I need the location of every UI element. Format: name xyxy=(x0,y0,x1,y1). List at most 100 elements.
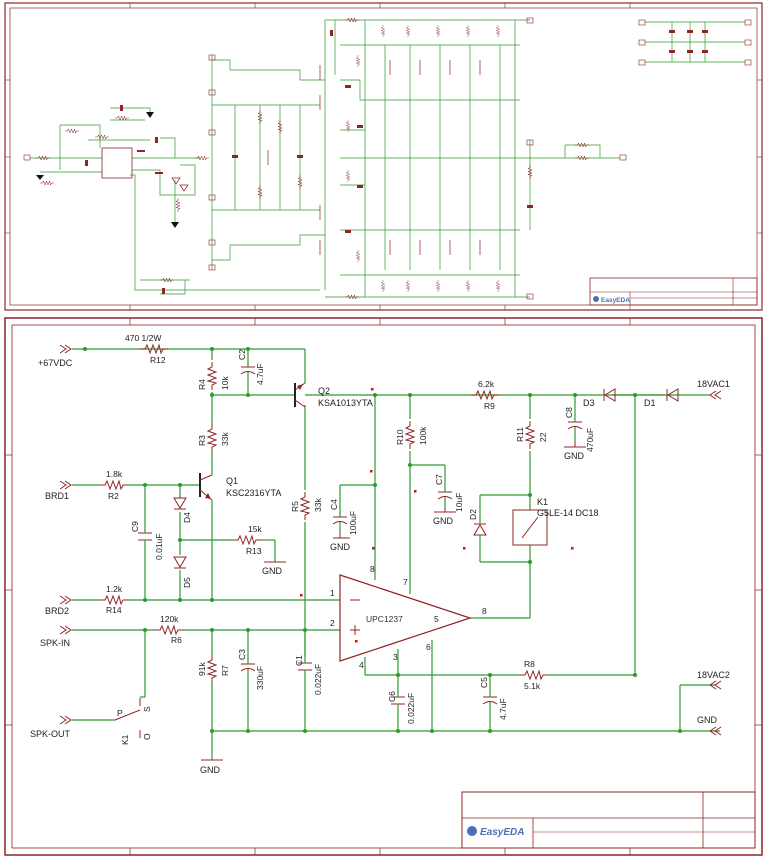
u1-pin-out: 8 xyxy=(482,606,487,616)
diode-d2 xyxy=(473,515,487,540)
c7-ref: C7 xyxy=(434,474,444,485)
u1-pin-7: 7 xyxy=(403,577,408,587)
c1-value: 0.022uF xyxy=(313,664,323,695)
r10-ref: R10 xyxy=(395,429,405,445)
bottom-title-block: EasyEDA xyxy=(461,791,756,849)
c2-value: 4.7uF xyxy=(255,363,265,385)
bottom-schematic: EasyEDA xyxy=(4,317,763,856)
wires xyxy=(72,348,720,760)
capacitor-c9 xyxy=(138,525,152,548)
top-input-stage xyxy=(23,105,320,295)
resistor-r6 xyxy=(154,625,184,635)
u1-pin-5: 5 xyxy=(434,614,439,624)
port-spk-in: SPK-IN xyxy=(40,638,70,648)
resistor-r4 xyxy=(207,361,217,391)
r4-ref: R4 xyxy=(197,379,207,390)
top-sheet-inner-frame xyxy=(9,7,758,306)
top-logo-text: EasyEDA xyxy=(601,297,630,304)
resistor-r7 xyxy=(207,654,217,684)
diode-d4 xyxy=(173,497,187,510)
c5-value: 4.7uF xyxy=(498,698,508,720)
q2-ref: Q2 xyxy=(318,386,330,396)
top-output-stage xyxy=(319,17,627,300)
resistor-r9 xyxy=(470,390,500,400)
k1-ref: K1 xyxy=(537,497,548,507)
port-gnd: GND xyxy=(697,715,718,725)
ic-upc1237 xyxy=(339,574,472,662)
r14-ref: R14 xyxy=(106,605,122,615)
bottom-sheet-frame xyxy=(4,317,763,856)
transistor-q2 xyxy=(294,382,306,408)
ground-symbols xyxy=(201,441,586,761)
resistor-r3 xyxy=(207,423,217,453)
bottom-logo-text: EasyEDA xyxy=(480,827,524,838)
r13-value: 15k xyxy=(248,524,262,534)
c9-value: 0.01uF xyxy=(154,534,164,560)
c5-ref: C5 xyxy=(479,677,489,688)
gnd-label-r13: GND xyxy=(262,566,283,576)
capacitor-c7 xyxy=(437,485,453,508)
c3-value: 330uF xyxy=(255,666,265,690)
port-spk-out: SPK-OUT xyxy=(30,729,71,739)
gnd-label-main: GND xyxy=(200,765,221,775)
q1-value: KSC2316YTA xyxy=(226,488,281,498)
r11-value: 22 xyxy=(538,432,548,442)
easyeda-logo-icon xyxy=(593,296,599,302)
d4-ref: D4 xyxy=(182,512,192,523)
port-flags xyxy=(59,344,722,736)
r3-ref: R3 xyxy=(197,435,207,446)
k1-value: G5LE-14 DC18 xyxy=(537,508,599,518)
bottom-sheet-inner-frame xyxy=(11,324,756,849)
c3-ref: C3 xyxy=(237,649,247,660)
resistor-r14 xyxy=(99,595,129,605)
r5-value: 33k xyxy=(313,498,323,512)
r8-ref: R8 xyxy=(524,659,535,669)
d5-ref: D5 xyxy=(182,577,192,588)
r11-ref: R11 xyxy=(515,427,525,442)
u1-pin-4: 4 xyxy=(359,660,364,670)
resistor-r12 xyxy=(139,344,169,354)
top-schematic: EasyEDA xyxy=(4,2,763,311)
diode-d5 xyxy=(173,556,187,569)
r2-value: 1.8k xyxy=(106,469,123,479)
relay-k1-coil xyxy=(512,509,548,546)
u1-ref: UPC1237 xyxy=(366,614,403,624)
r7-value: 91k xyxy=(197,662,207,676)
diode-d3 xyxy=(603,388,616,402)
easyeda-logo-icon xyxy=(467,826,477,836)
resistor-r10 xyxy=(405,420,415,450)
r6-ref: R6 xyxy=(171,635,182,645)
resistor-r2 xyxy=(99,480,129,490)
r6-value: 120k xyxy=(160,614,179,624)
r2-ref: R2 xyxy=(108,491,119,501)
port-brd1: BRD1 xyxy=(45,491,69,501)
gnd-label-c7: GND xyxy=(433,516,454,526)
k1-pin-o: O xyxy=(142,733,152,740)
c9-ref: C9 xyxy=(130,521,140,532)
capacitor-c2 xyxy=(240,358,256,382)
relay-k1-switch xyxy=(114,696,145,738)
port-67vdc: +67VDC xyxy=(38,358,73,368)
r12-value: 470 1/2W xyxy=(125,333,161,343)
marker-dots xyxy=(300,388,574,643)
transistor-q1 xyxy=(199,473,213,501)
port-18vac1: 18VAC1 xyxy=(697,379,730,389)
d1-ref: D1 xyxy=(644,398,656,408)
resistor-r8 xyxy=(519,670,549,680)
r7-ref: R7 xyxy=(220,665,230,676)
diode-d1 xyxy=(666,388,710,402)
c8-value: 470uF xyxy=(585,428,595,452)
c4-value: 100uF xyxy=(348,511,358,535)
c1-ref: C1 xyxy=(294,655,304,666)
c7-value: 10uF xyxy=(454,493,464,512)
gnd-label-c4: GND xyxy=(330,542,351,552)
r4-value: 10k xyxy=(220,376,230,390)
top-driver-stage xyxy=(208,54,325,271)
k1-pin-p: P xyxy=(117,708,123,718)
junction-dots xyxy=(83,347,682,733)
r9-ref: R9 xyxy=(484,401,495,411)
r5-ref: R5 xyxy=(290,501,300,512)
k1-switch-ref: K1 xyxy=(120,734,130,745)
capacitor-c6 xyxy=(391,690,405,712)
